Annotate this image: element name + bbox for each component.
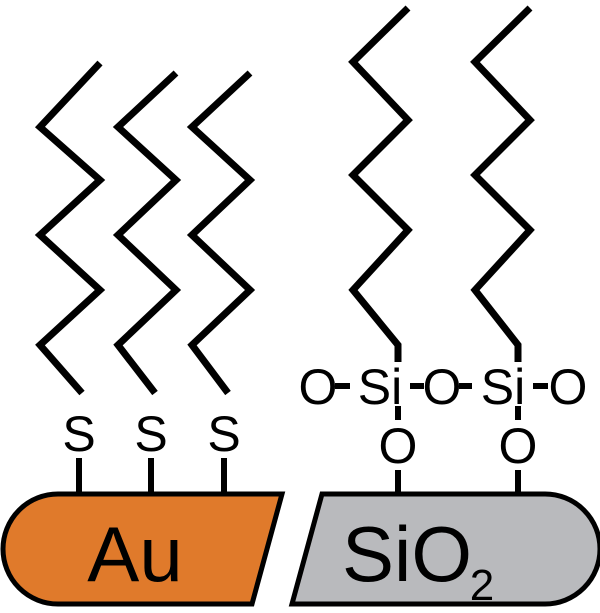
oxygen-atom: O: [549, 359, 588, 415]
silica-label: SiO: [342, 510, 472, 598]
sulfur-atom: S: [207, 406, 240, 462]
alkyl-chain: [112, 70, 182, 396]
substrate-bar: Au SiO 2: [0, 491, 600, 610]
thiol-chain-1: S: [34, 60, 106, 493]
siloxane-network: O Si O Si O O O: [299, 359, 588, 493]
thiol-chain-3: S: [186, 70, 256, 493]
silane-chain-2: [470, 5, 535, 362]
sulfur-atom: S: [62, 406, 95, 462]
oxygen-atom: O: [299, 359, 338, 415]
alkyl-chain: [34, 60, 106, 396]
alkyl-chain: [186, 70, 256, 396]
oxygen-atom: O: [423, 359, 462, 415]
silicon-atom: Si: [481, 359, 525, 415]
silicon-atom: Si: [358, 359, 402, 415]
oxygen-atom: O: [499, 418, 538, 474]
silica-subscript: 2: [470, 561, 494, 610]
thiol-chain-2: S: [112, 70, 182, 493]
alkyl-chain: [348, 5, 413, 362]
oxygen-atom: O: [379, 418, 418, 474]
gold-substrate: [0, 491, 286, 607]
alkyl-chain: [470, 5, 535, 362]
sulfur-atom: S: [134, 406, 167, 462]
gold-label: Au: [87, 510, 182, 598]
silane-chain-1: [348, 5, 413, 362]
